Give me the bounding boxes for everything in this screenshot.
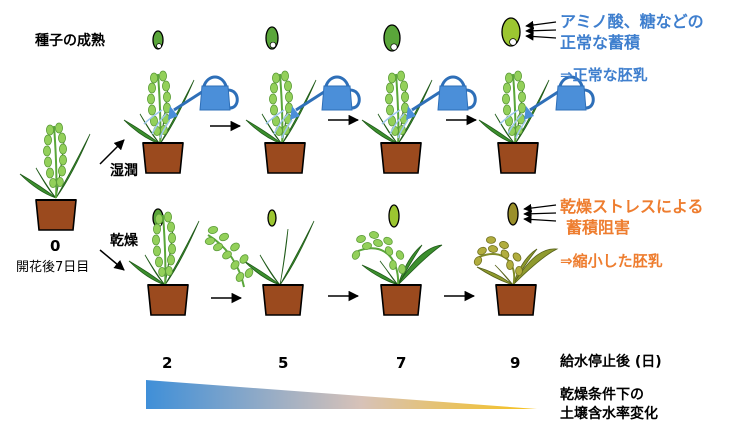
day-label-2: 2 (162, 354, 173, 372)
plant-icon (471, 235, 558, 288)
dry-condition-label: 乾燥 (110, 233, 138, 249)
wet-outcome-line2: 正常な蓄積 (560, 33, 641, 52)
arrow-icon (523, 203, 557, 224)
arrow-icon (525, 20, 557, 41)
plant-icon (19, 122, 91, 199)
arrow-icon (211, 290, 476, 304)
seed-icon (388, 204, 400, 228)
pot-icon (497, 142, 539, 174)
plant-icon (349, 229, 443, 288)
plant-icon (245, 70, 317, 147)
plant-icon (128, 211, 200, 288)
pot-icon (380, 142, 422, 174)
plant-icon (478, 70, 550, 147)
arrow-icon (210, 114, 478, 132)
dry-outcome-line2: 蓄積阻害 (566, 218, 631, 237)
seed-icon (152, 30, 164, 50)
pot-icon (264, 142, 306, 174)
seed-icon (265, 26, 279, 50)
seed-icon (507, 202, 519, 226)
seed-maturation-label: 種子の成熟 (35, 33, 105, 49)
day-zero-caption: 開花後7日目 (16, 260, 90, 275)
plant-icon (123, 70, 195, 147)
plant-icon (203, 220, 315, 288)
plant-icon (361, 70, 433, 147)
pot-icon (35, 199, 77, 231)
dry-outcome-line1: 乾燥ストレスによる (560, 197, 704, 216)
gradient-caption-line2: 土壌含水率変化 (560, 406, 658, 422)
seed-icon (267, 209, 277, 227)
day-zero-label: 0 (50, 237, 61, 255)
dry-outcome-result: ⇒縮小した胚乳 (560, 252, 663, 270)
soil-moisture-gradient (146, 380, 537, 409)
day-label-5: 5 (278, 354, 289, 372)
gradient-caption-line1: 乾燥条件下の (560, 387, 644, 403)
day-label-9: 9 (510, 354, 521, 372)
wet-outcome-result: ⇒正常な胚乳 (560, 66, 648, 84)
pot-icon (495, 284, 537, 316)
arrow-icon (99, 139, 125, 271)
pot-icon (142, 142, 184, 174)
seed-icon (383, 24, 401, 52)
x-axis-label: 給水停止後 (日) (560, 354, 662, 370)
pot-icon (380, 284, 422, 316)
pot-icon (262, 284, 304, 316)
wet-condition-label: 湿潤 (110, 163, 138, 179)
seed-icon (501, 17, 521, 47)
day-label-7: 7 (396, 354, 407, 372)
wet-outcome-line1: アミノ酸、糖などの (560, 12, 704, 31)
pot-icon (147, 284, 189, 316)
